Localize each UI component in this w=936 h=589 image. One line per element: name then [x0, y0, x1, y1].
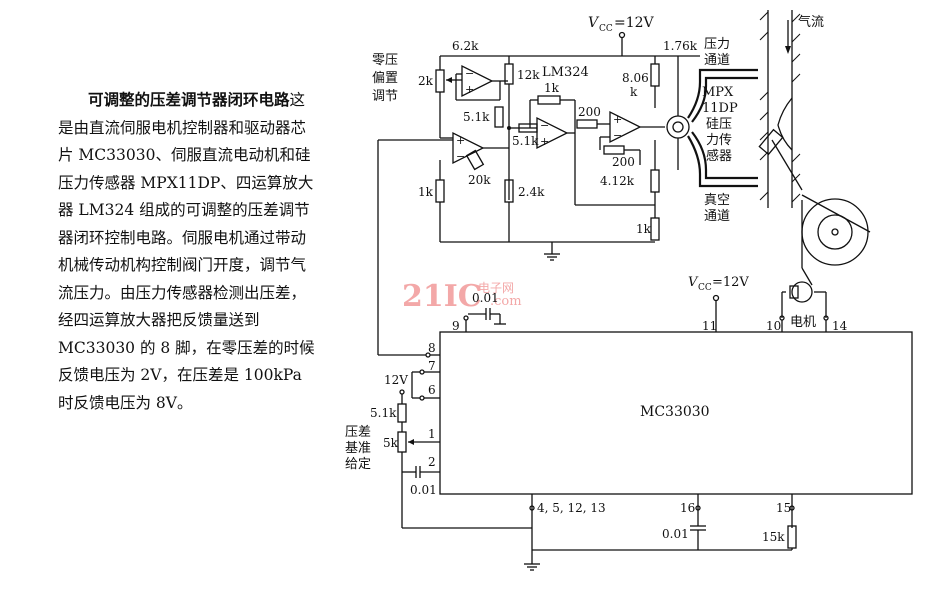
- vcc-mid-sub: CC: [698, 283, 712, 293]
- motor-label: 电机: [790, 315, 816, 330]
- r-15k-label: 15k: [762, 530, 785, 544]
- r-2k-label: 2k: [418, 74, 434, 88]
- sensor-label-3: 硅压: [706, 117, 732, 132]
- svg-text:−: −: [465, 67, 474, 80]
- svg-text:−: −: [456, 150, 465, 163]
- setpoint-3: 给定: [345, 457, 371, 472]
- vacuum-channel-1: 真空: [704, 193, 730, 208]
- zero-offset-3: 调节: [372, 89, 398, 104]
- motor: [781, 281, 827, 318]
- watermark-url: .com: [490, 294, 522, 309]
- vcc-top-sub: CC: [599, 24, 613, 34]
- r-8-06k-unit: k: [630, 85, 638, 99]
- vcc-mid-val: =12V: [712, 275, 749, 290]
- opamp-1: [461, 64, 494, 98]
- r-5-1k-b-label: 5.1k: [512, 134, 539, 148]
- watermark-logo: 21IC: [402, 279, 482, 314]
- r-5-1k-a-label: 5.1k: [463, 110, 490, 124]
- r-12k-label: 12k: [517, 68, 540, 82]
- pin-11: 11: [702, 319, 717, 333]
- cap-pin16-label: 0.01: [662, 527, 689, 541]
- svg-text:−: −: [613, 129, 622, 142]
- svg-text:+: +: [613, 113, 622, 126]
- pin-gnd: 4, 5, 12, 13: [537, 501, 606, 515]
- pin-8: 8: [428, 341, 436, 355]
- supply-12v: 12V: [384, 373, 408, 387]
- svg-text:+: +: [465, 83, 474, 96]
- vacuum-channel-2: 通道: [704, 209, 730, 224]
- air-duct: [759, 10, 801, 208]
- r-1k-b-label: 1k: [544, 81, 560, 95]
- description-body: 这是由直流伺服电机控制器和驱动器芯片 MC33030、伺服直流电动机和硅压力传感…: [58, 91, 315, 412]
- cap-top-label: 0.01: [472, 291, 499, 305]
- vcc-top-v: V: [588, 15, 600, 31]
- r-20k-label: 20k: [468, 173, 491, 187]
- r-2k-pot: [435, 69, 445, 93]
- pin-10: 10: [766, 319, 781, 333]
- opamp-label: LM324: [542, 65, 589, 80]
- r-200-a-label: 200: [578, 105, 601, 119]
- ic-label: MC33030: [640, 404, 710, 420]
- svg-text:+: +: [540, 135, 549, 148]
- setpoint-2: 基准: [345, 441, 371, 456]
- sensor-label-4: 力传: [706, 133, 732, 148]
- pin-7: 7: [428, 359, 436, 373]
- zero-offset-1: 零压: [372, 53, 398, 68]
- vcc-top-val: =12V: [614, 15, 655, 31]
- svg-text:+: +: [456, 134, 465, 147]
- vcc-top: V CC =12V: [588, 15, 655, 56]
- r-5-1k-c-label: 5.1k: [370, 406, 397, 420]
- vcc-mid-v: V: [688, 275, 699, 290]
- r-1k-c-label: 1k: [636, 222, 652, 236]
- opamp-4: [609, 110, 642, 144]
- valve-mechanism: [758, 128, 871, 286]
- airflow-label: 气流: [798, 14, 824, 30]
- r-200-b-label: 200: [612, 155, 635, 169]
- r-6-2k-label: 6.2k: [452, 39, 479, 53]
- setpoint-1: 压差: [345, 425, 371, 440]
- r-8-06k-label: 8.06: [622, 71, 649, 85]
- pin-15: 15: [776, 501, 791, 515]
- pin-16: 16: [680, 501, 695, 515]
- sensor-label-1: MPX: [702, 85, 734, 100]
- watermark: 21IC 电子网 .com: [402, 279, 522, 314]
- opamp-3: [536, 116, 569, 150]
- pin-6: 6: [428, 383, 436, 397]
- ic-mc33030: [439, 331, 913, 495]
- pressure-sensor: [666, 56, 758, 188]
- cap-pin2-label: 0.01: [410, 483, 437, 497]
- r-1-76k-label: 1.76k: [663, 39, 698, 53]
- pin-1: 1: [428, 427, 436, 441]
- pin-9: 9: [452, 319, 460, 333]
- r-2-4k-label: 2.4k: [518, 185, 545, 199]
- pin-14: 14: [832, 319, 848, 333]
- r-5k-label: 5k: [383, 436, 399, 450]
- zero-offset-2: 偏置: [372, 71, 398, 86]
- r-4-12k-label: 4.12k: [600, 174, 635, 188]
- sensor-label-2: 11DP: [702, 101, 738, 116]
- watermark-sub: 电子网: [478, 281, 514, 295]
- description-text: 可调整的压差调节器闭环电路这是由直流伺服电机控制器和驱动器芯片 MC33030、…: [58, 86, 320, 417]
- svg-text:−: −: [540, 119, 549, 132]
- pin-2: 2: [428, 455, 436, 469]
- pressure-channel-2: 通道: [704, 53, 730, 68]
- description-title: 可调整的压差调节器闭环电路: [88, 90, 290, 109]
- pressure-channel-1: 压力: [704, 37, 730, 52]
- sensor-label-5: 感器: [706, 148, 732, 164]
- r-1k-a-label: 1k: [418, 185, 434, 199]
